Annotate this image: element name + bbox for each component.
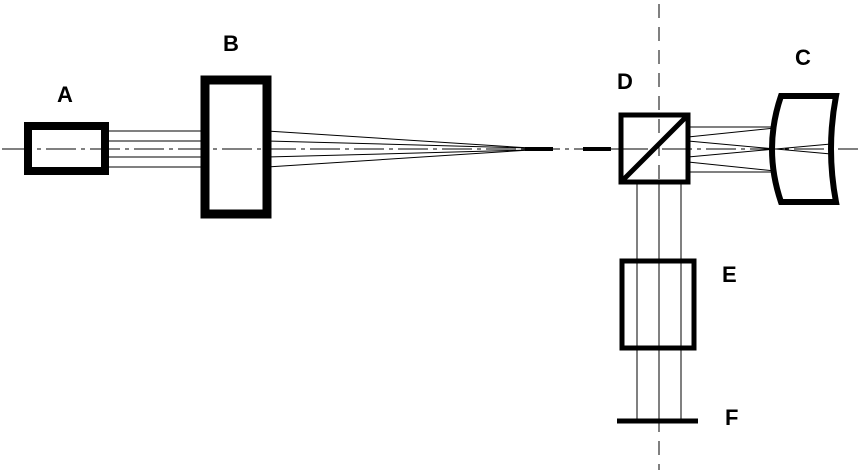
- rays-d-to-f: [636, 182, 682, 421]
- label-b: B: [223, 31, 239, 56]
- label-e: E: [722, 262, 737, 287]
- rays-a-to-b: [105, 130, 204, 168]
- label-d: D: [617, 69, 633, 94]
- component-a: [24, 122, 109, 175]
- component-c-curved-mirror: [769, 93, 840, 205]
- label-f: F: [725, 405, 738, 430]
- rays-d-to-c: [611, 126, 832, 173]
- label-a: A: [57, 82, 73, 107]
- component-e: [619, 258, 697, 351]
- label-c: C: [795, 45, 811, 70]
- component-b: [200, 75, 272, 219]
- rays-b-to-focus: [266, 130, 611, 168]
